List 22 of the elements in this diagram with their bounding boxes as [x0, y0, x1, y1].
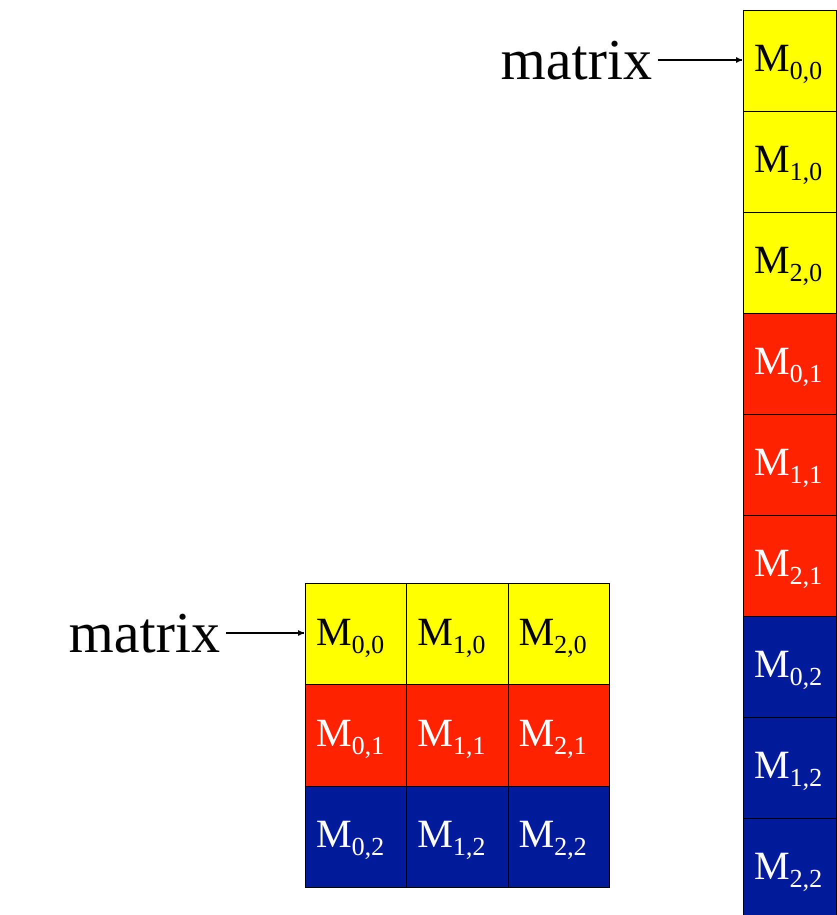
arrow	[226, 630, 304, 636]
arrow	[658, 57, 742, 63]
matrix-cell: M$_{0,1}$	[743, 313, 837, 415]
matrix-cell: M$_{1,2}$	[743, 717, 837, 819]
matrix-cell: M$_{1,1}$	[406, 684, 510, 788]
matrix-cell: M$_{1,0}$	[743, 111, 837, 213]
matrix-cell: M$_{0,0}$	[305, 583, 408, 686]
matrix-cell: M$_{2,2}$	[743, 818, 837, 915]
matrix-cell: M$_{1,1}$	[743, 414, 837, 516]
matrix-cell: M$_{2,0}$	[743, 212, 837, 314]
matrix-cell: M$_{0,1}$	[305, 684, 408, 788]
matrix-cell: M$_{2,1}$	[743, 515, 837, 617]
matrix-cell: M$_{1,2}$	[406, 786, 510, 888]
matrix-cell: M$_{0,0}$	[743, 10, 837, 112]
matrix-cell: M$_{2,2}$	[508, 786, 610, 888]
matrix-cell: M$_{2,0}$	[508, 583, 610, 686]
matrix-cell: M$_{0,2}$	[743, 616, 837, 718]
matrix-cell: M$_{2,1}$	[508, 684, 610, 788]
matrix-cell: M$_{0,2}$	[305, 786, 408, 888]
pointer-label: matrix	[68, 604, 220, 662]
pointer-label: matrix	[500, 31, 652, 89]
matrix-cell: M$_{1,0}$	[406, 583, 510, 686]
